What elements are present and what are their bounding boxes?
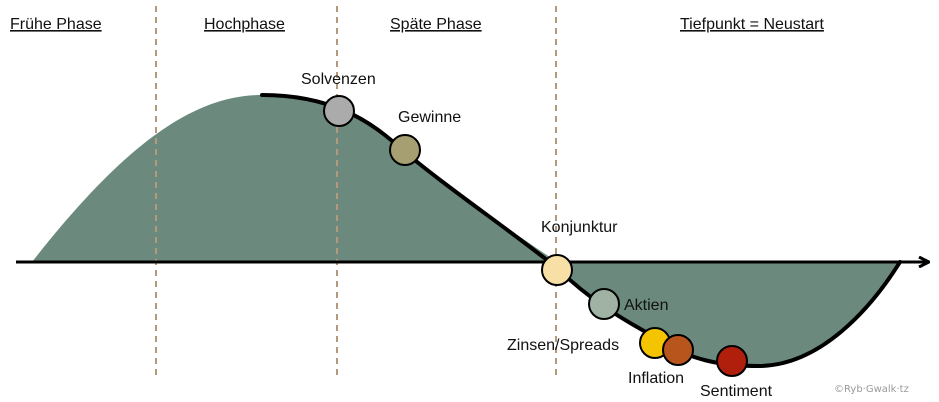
phase-label-early: Frühe Phase <box>10 16 102 33</box>
wave-positive-area <box>32 95 557 262</box>
marker-solvenzen <box>323 95 355 127</box>
phase-label-boom: Hochphase <box>204 16 285 33</box>
marker-gewinne <box>389 134 421 166</box>
watermark: ©Ryb·Gwalk·tz <box>834 384 909 395</box>
marker-konjunktur <box>541 254 573 286</box>
wave-negative-area <box>557 262 900 366</box>
label-zinsen-spreads: Zinsen/Spreads <box>507 337 619 354</box>
label-konjunktur: Konjunktur <box>541 219 618 236</box>
label-solvenzen: Solvenzen <box>301 71 376 88</box>
marker-aktien <box>588 288 620 320</box>
label-aktien: Aktien <box>624 297 668 314</box>
phase-label-late: Späte Phase <box>390 16 482 33</box>
label-gewinne: Gewinne <box>398 109 461 126</box>
phase-label-trough: Tiefpunkt = Neustart <box>680 16 824 33</box>
label-inflation: Inflation <box>628 370 684 387</box>
marker-sentiment <box>716 345 748 377</box>
label-sentiment: Sentiment <box>700 383 773 400</box>
marker-inflation <box>662 334 694 366</box>
